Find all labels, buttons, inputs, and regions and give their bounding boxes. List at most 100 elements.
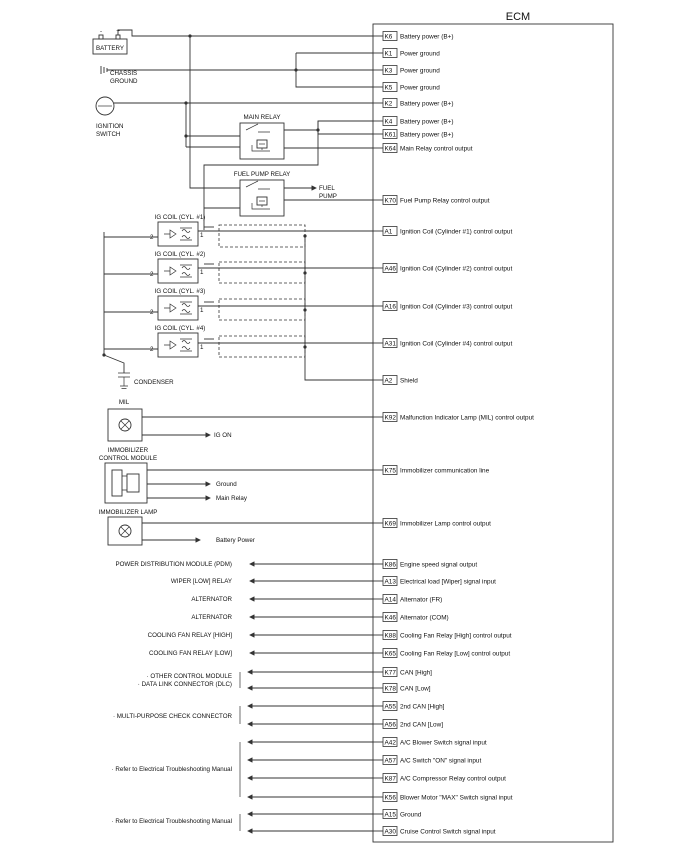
ecm-pin-k65-code: K65 [385, 650, 397, 657]
ext-refer2: · Refer to Electrical Troubleshooting Ma… [112, 818, 232, 825]
ecm-pin-k86-code: K86 [385, 561, 397, 568]
fuel-pump-relay: FUEL PUMP RELAY [234, 171, 291, 217]
ecm-pin-k70-desc: Fuel Pump Relay control output [400, 197, 490, 204]
fuel-pump-line1: FUEL [319, 185, 335, 192]
ecm-pin-k75-code: K75 [385, 467, 397, 474]
mil-label: MIL [119, 399, 130, 406]
ecm-pin-k2-code: K2 [385, 100, 393, 107]
ecm-pin-k6-code: K6 [385, 33, 393, 40]
chassis-ground: CHASSIS GROUND [100, 66, 138, 85]
ig-coil-3-pin-left: 2 [150, 309, 154, 316]
mil: MIL [107, 399, 143, 442]
ig-coil-3-label: IG COIL (CYL. #3) [155, 288, 206, 295]
ecm-pin-k3-desc: Power ground [400, 67, 440, 74]
ecm-pin-k46-code: K46 [385, 614, 397, 621]
ecm-pin-k69-code: K69 [385, 520, 397, 527]
ecm-pin-k92-desc: Malfunction Indicator Lamp (MIL) control… [400, 414, 534, 421]
ext-wiper: WIPER [LOW] RELAY [171, 578, 232, 585]
fuel-pump-relay-label: FUEL PUMP RELAY [234, 171, 291, 178]
ecm-pin-a13-code: A13 [385, 578, 397, 585]
ecm-pin-a14-code: A14 [385, 596, 397, 603]
ext-refer1: · Refer to Electrical Troubleshooting Ma… [112, 766, 232, 773]
ig-coil-2-pin-left: 2 [150, 271, 154, 278]
ecm-pin-k78-desc: CAN [Low] [400, 685, 431, 692]
ext-can-line1: · OTHER CONTROL MODULE [147, 673, 232, 680]
ecm-pin-k56-desc: Blower Motor "MAX" Switch signal input [400, 794, 513, 801]
ecm-box: ECM [372, 11, 614, 843]
main-relay: MAIN RELAY [239, 114, 285, 160]
ecm-pin-k1-desc: Power ground [400, 50, 440, 57]
ecm-pin-k56-code: K56 [385, 794, 397, 801]
ecm-pin-k4-code: K4 [385, 118, 393, 125]
ig-coil-2-label: IG COIL (CYL. #2) [155, 251, 206, 258]
ecm-pin-a16-desc: Ignition Coil (Cylinder #3) control outp… [400, 303, 512, 310]
ecm-pin-k5-desc: Power ground [400, 84, 440, 91]
ignition-switch-line2: SWITCH [96, 131, 120, 138]
chassis-ground-line1: CHASSIS [110, 70, 137, 77]
battery: BATTERY - + [92, 28, 128, 55]
ecm-pin-a15-desc: Ground [400, 811, 422, 818]
external-signals: POWER DISTRIBUTION MODULE (PDM) WIPER [L… [112, 561, 373, 834]
ig-coil-1-label: IG COIL (CYL. #1) [155, 214, 206, 221]
ecm-pin-a13-desc: Electrical load [Wiper] signal input [400, 578, 496, 585]
ecm-pin-a46-desc: Ignition Coil (Cylinder #2) control outp… [400, 265, 512, 272]
ecm-pin-k87-code: K87 [385, 775, 397, 782]
ext-cooling-fan-high: COOLING FAN RELAY [HIGH] [148, 632, 233, 639]
ecm-pin-k65-desc: Cooling Fan Relay [Low] control output [400, 650, 510, 657]
ecm-pin-a1-code: A1 [385, 228, 393, 235]
ecm-pin-a55-desc: 2nd CAN [High] [400, 703, 445, 710]
immobilizer-line1: IMMOBILIZER [108, 447, 149, 454]
ig-coil-2: IG COIL (CYL. #2) 2 1 [104, 251, 373, 284]
ecm-pin-a15-code: A15 [385, 811, 397, 818]
ig-coil-2-pin-right: 1 [200, 269, 204, 276]
ecm-pin-k77-code: K77 [385, 669, 397, 676]
ecm-pin-a42-desc: A/C Blower Switch signal input [400, 739, 487, 746]
ecm-pin-a46-code: A46 [385, 265, 397, 272]
ecm-pin-a2-code: A2 [385, 377, 393, 384]
ecm-pin-a2-desc: Shield [400, 377, 418, 384]
ignition-switch: IGNITION SWITCH [95, 96, 124, 138]
ig-coil-4-label: IG COIL (CYL. #4) [155, 325, 206, 332]
chassis-ground-line2: GROUND [110, 78, 138, 85]
immobilizer-battery-power: Battery Power [216, 537, 255, 544]
ecm-pin-a31-desc: Ignition Coil (Cylinder #4) control outp… [400, 340, 512, 347]
shield [218, 224, 373, 381]
ecm-pin-a56-code: A56 [385, 721, 397, 728]
ecm-pin-a30-code: A30 [385, 828, 397, 835]
ext-alternator-fr: ALTERNATOR [191, 596, 232, 603]
ecm-pin-a30-desc: Cruise Control Switch signal input [400, 828, 496, 835]
condenser: CONDENSER [118, 372, 174, 389]
ext-cooling-fan-low: COOLING FAN RELAY [LOW] [149, 650, 232, 657]
ecm-pin-k70-code: K70 [385, 197, 397, 204]
ecm-pin-k86-desc: Engine speed signal output [400, 561, 477, 568]
ig-coil-1-pin-right: 1 [200, 232, 204, 239]
ecm-pin-k61-desc: Battery power (B+) [400, 131, 453, 138]
ecm-pin-k88-code: K88 [385, 632, 397, 639]
ig-coil-3-pin-right: 1 [200, 307, 204, 314]
ext-can-line2: · DATA LINK CONNECTOR (DLC) [138, 681, 232, 688]
ig-coil-3: IG COIL (CYL. #3) 2 1 [104, 288, 373, 321]
immobilizer-module: IMMOBILIZER CONTROL MODULE [99, 447, 157, 504]
ecm-pin-k75-desc: Immobilizer communication line [400, 467, 490, 474]
fuel-pump-line2: PUMP [319, 193, 337, 200]
ecm-pin-k46-desc: Alternator (COM) [400, 614, 449, 621]
battery-minus: - [100, 28, 102, 35]
immobilizer-lamp-label: IMMOBILIZER LAMP [99, 509, 158, 516]
ecm-pin-k69-desc: Immobilizer Lamp control output [400, 520, 491, 527]
ig-coil-4-pin-left: 2 [150, 346, 154, 353]
ecm-pin-k5-code: K5 [385, 84, 393, 91]
battery-label: BATTERY [96, 45, 124, 52]
ecm-pin-k6-desc: Battery power (B+) [400, 33, 453, 40]
ecm-pin-k3-code: K3 [385, 67, 393, 74]
ecm-pin-a42-code: A42 [385, 739, 397, 746]
ext-alternator-com: ALTERNATOR [191, 614, 232, 621]
ecm-pin-a57-code: A57 [385, 757, 397, 764]
ecm-pin-k2-desc: Battery power (B+) [400, 100, 453, 107]
ecm-pin-k64-code: K64 [385, 145, 397, 152]
immobilizer-ground: Ground [216, 481, 237, 488]
ecm-pin-k4-desc: Battery power (B+) [400, 118, 453, 125]
ecm-pin-k87-desc: A/C Compressor Relay control output [400, 775, 506, 782]
